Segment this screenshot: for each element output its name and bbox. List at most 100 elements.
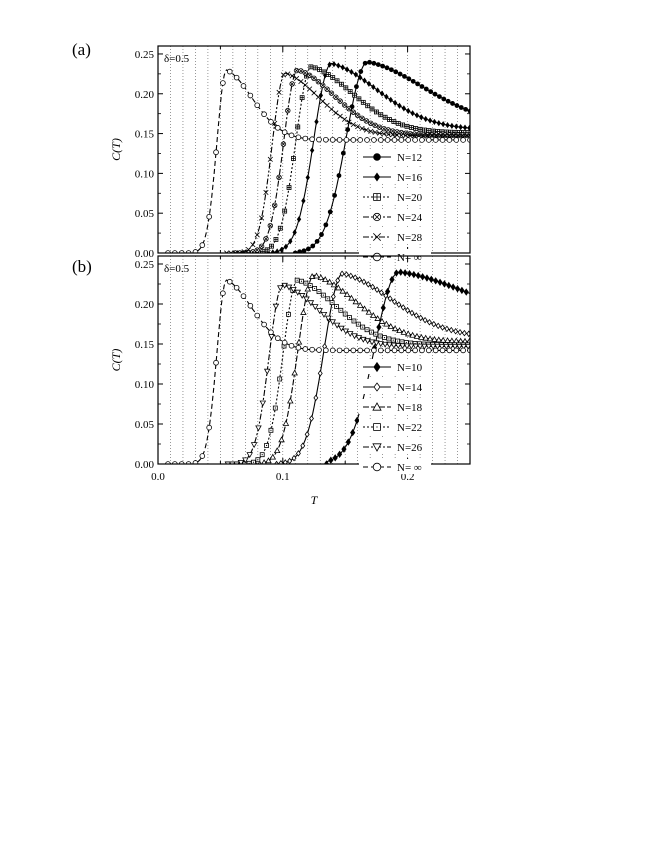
marker-point xyxy=(361,305,368,312)
marker-point xyxy=(259,400,267,407)
marker-point xyxy=(350,137,357,143)
marker-point xyxy=(237,250,243,253)
marker-point xyxy=(438,343,446,350)
marker-point xyxy=(352,298,360,305)
marker-point xyxy=(391,137,398,143)
marker-point xyxy=(275,125,281,131)
marker-point xyxy=(359,115,365,122)
marker-point xyxy=(397,102,402,109)
marker-point xyxy=(376,323,382,331)
marker-point xyxy=(406,269,413,278)
marker-point xyxy=(409,309,415,317)
marker-point xyxy=(442,132,448,138)
y-axis-label: C(T) xyxy=(109,138,123,161)
marker-point xyxy=(382,335,387,340)
marker-point xyxy=(328,90,335,96)
marker-point xyxy=(426,128,432,134)
marker-point xyxy=(403,130,409,136)
marker-point xyxy=(337,98,343,104)
marker-point xyxy=(360,99,366,105)
marker-point xyxy=(433,277,439,285)
marker-point xyxy=(385,127,391,133)
marker-point xyxy=(398,132,404,138)
marker-point xyxy=(402,269,408,277)
marker-point xyxy=(272,405,278,411)
marker-point xyxy=(192,460,199,464)
marker-point xyxy=(291,454,297,462)
series-5 xyxy=(158,68,470,253)
marker-point xyxy=(309,346,315,353)
series-4 xyxy=(158,282,470,464)
marker-point xyxy=(403,132,409,139)
marker-point xyxy=(349,68,354,76)
marker-point xyxy=(268,334,275,341)
marker-point xyxy=(373,233,381,241)
marker-point xyxy=(303,296,310,303)
marker-point xyxy=(429,133,435,139)
marker-point xyxy=(361,278,367,286)
marker-point xyxy=(285,284,293,291)
marker-point xyxy=(323,222,329,228)
marker-point xyxy=(373,172,381,182)
marker-point xyxy=(400,122,406,128)
marker-point xyxy=(294,277,300,283)
legend-item-3: N=24 xyxy=(359,209,431,224)
marker-point xyxy=(343,85,349,91)
marker-point xyxy=(365,281,371,288)
marker-point xyxy=(437,132,444,138)
marker-point xyxy=(423,115,428,123)
marker-point xyxy=(341,116,348,122)
marker-point xyxy=(354,112,361,119)
plot-frame xyxy=(157,45,471,254)
marker-point xyxy=(247,92,254,99)
legend-item-1: N=16 xyxy=(359,169,431,184)
marker-point xyxy=(343,137,350,143)
marker-point xyxy=(293,75,300,82)
marker-point xyxy=(320,292,326,298)
marker-point xyxy=(373,340,380,347)
marker-point xyxy=(281,339,288,346)
marker-point xyxy=(440,324,445,331)
marker-point xyxy=(241,249,247,253)
marker-point xyxy=(419,114,424,121)
marker-point xyxy=(386,336,392,342)
marker-point xyxy=(245,246,252,253)
marker-point xyxy=(391,325,399,332)
marker-point xyxy=(426,137,432,143)
marker-point xyxy=(393,69,399,75)
marker-point xyxy=(336,137,343,143)
marker-point xyxy=(426,347,432,354)
marker-point xyxy=(314,238,320,244)
marker-point xyxy=(343,271,349,278)
legend-label: N=16 xyxy=(397,172,423,184)
marker-point xyxy=(372,212,382,222)
marker-point xyxy=(320,82,326,89)
marker-point xyxy=(307,86,313,92)
marker-point xyxy=(379,90,385,97)
marker-point xyxy=(226,68,233,75)
marker-point xyxy=(372,129,378,135)
marker-point xyxy=(398,347,405,354)
marker-point xyxy=(316,347,322,353)
marker-point xyxy=(346,105,352,112)
marker-point xyxy=(276,174,282,181)
marker-point xyxy=(432,347,439,354)
marker-point xyxy=(302,82,308,88)
marker-point xyxy=(437,278,443,287)
marker-point xyxy=(357,276,363,283)
marker-point xyxy=(375,62,381,67)
marker-point xyxy=(297,249,303,253)
marker-point xyxy=(278,460,284,464)
marker-point xyxy=(311,304,319,311)
legend-item-0: N=10 xyxy=(359,359,431,374)
marker-point xyxy=(320,311,328,318)
marker-point xyxy=(226,278,233,285)
marker-point xyxy=(391,347,398,354)
marker-point xyxy=(404,330,412,337)
marker-point xyxy=(276,89,282,95)
marker-point xyxy=(313,394,319,402)
marker-point xyxy=(412,137,418,143)
marker-point xyxy=(287,457,293,464)
marker-point xyxy=(333,110,339,116)
marker-point xyxy=(267,222,274,229)
